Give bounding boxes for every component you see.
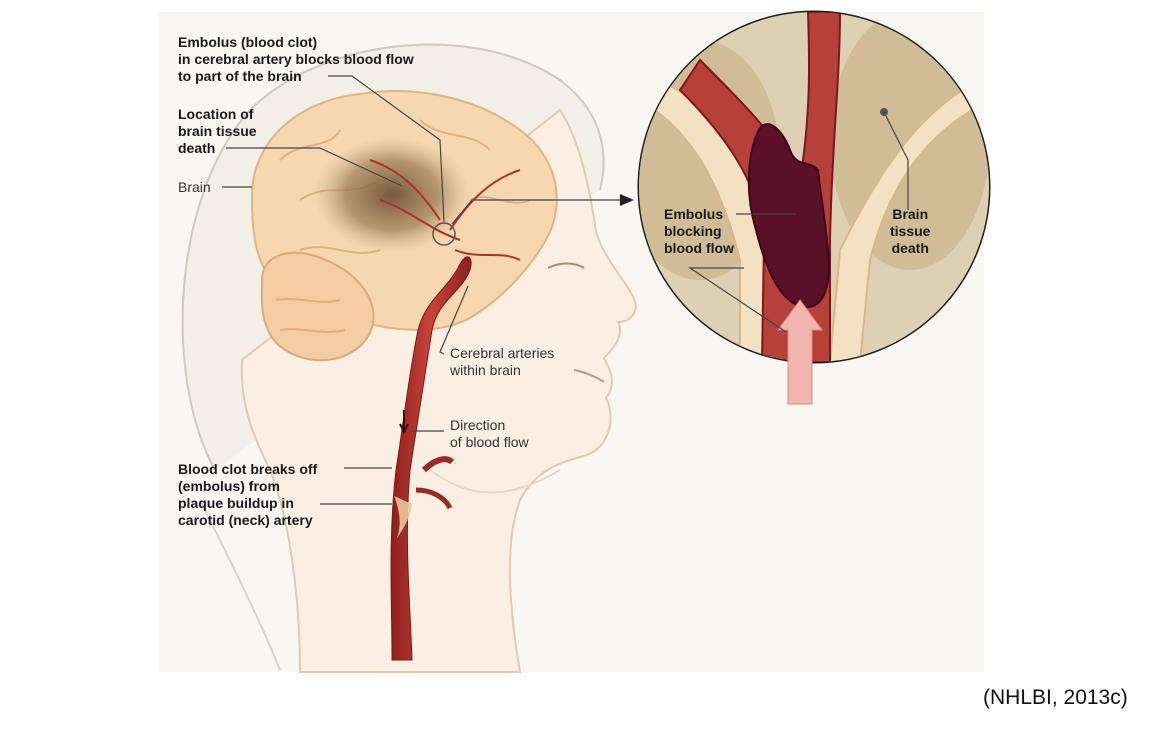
citation: (NHLBI, 2013c) xyxy=(983,686,1128,710)
label-embolus-in-artery: Embolus (blood clot) in cerebral artery … xyxy=(178,34,414,85)
label-cerebral-arteries: Cerebral arteries within brain xyxy=(450,345,554,379)
label-inset-tissue-death: Brain tissue death xyxy=(890,206,930,257)
label-location-tissue-death: Location of brain tissue death xyxy=(178,106,257,157)
label-brain: Brain xyxy=(178,179,211,196)
label-inset-embolus: Embolus blocking blood flow xyxy=(664,206,734,257)
tissue-death-area xyxy=(314,137,470,253)
label-clot-breaks-off: Blood clot breaks off (embolus) from pla… xyxy=(178,461,317,529)
label-direction-blood-flow: Direction of blood flow xyxy=(450,417,529,451)
